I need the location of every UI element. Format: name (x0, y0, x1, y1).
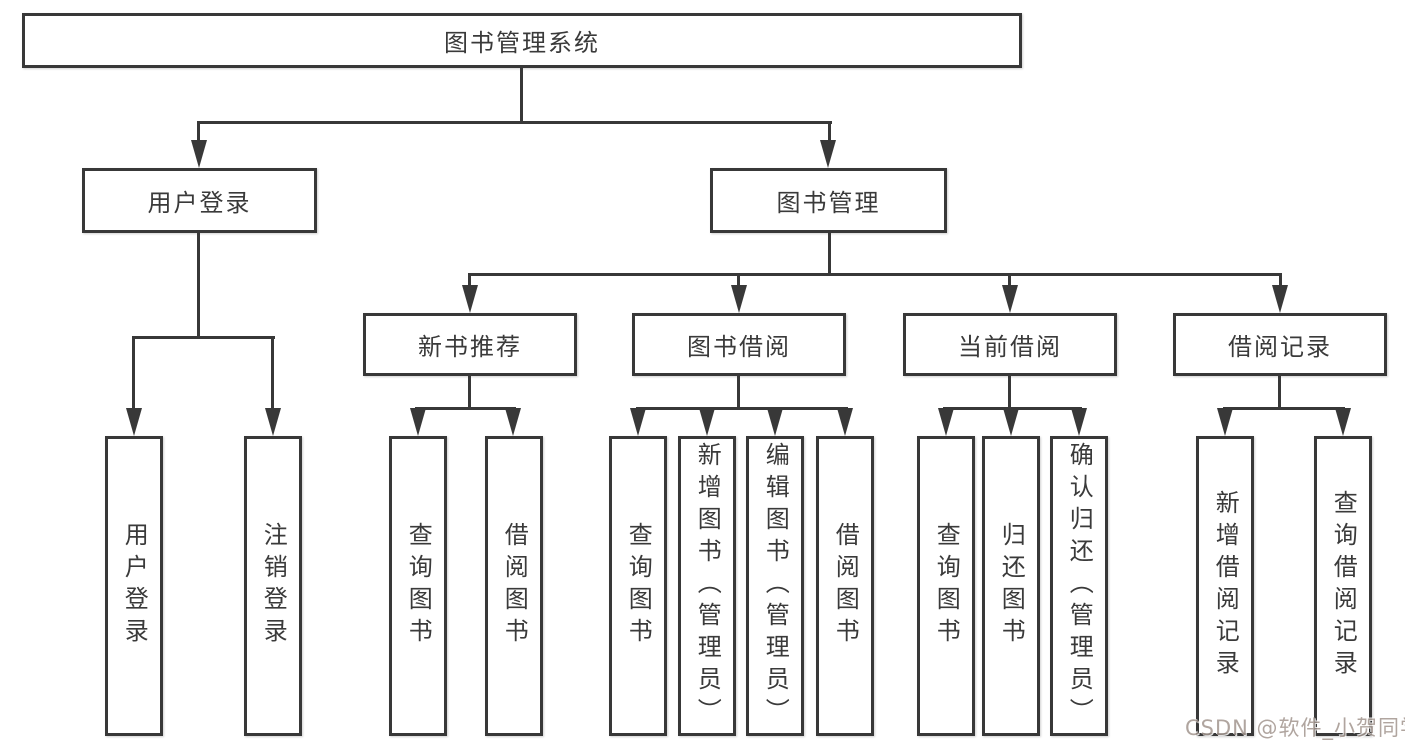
leaf-query-borrow-record: 查询借阅记录 (1314, 436, 1372, 736)
connector-line (197, 121, 200, 143)
connector-line (636, 407, 848, 410)
node-book-management: 图书管理 (710, 168, 947, 233)
arrowhead-down (699, 408, 715, 436)
node-label: 查询图书 (624, 522, 653, 650)
leaf-borrow-books-borrowing: 借阅图书 (816, 436, 874, 736)
node-new-book-recommendation: 新书推荐 (363, 313, 577, 376)
csdn-watermark: CSDN @软件_小贺同学 (1185, 716, 1405, 740)
leaf-edit-book-admin: 编辑图书（管理员） (746, 436, 804, 736)
leaf-borrow-books-recommend: 借阅图书 (485, 436, 543, 736)
node-label: 新书推荐 (418, 333, 522, 361)
connector-line (1278, 375, 1281, 410)
connector-line (737, 273, 740, 289)
leaf-return-book: 归还图书 (982, 436, 1040, 736)
leaf-logout: 注销登录 (244, 436, 302, 736)
arrowhead-down (767, 408, 783, 436)
arrowhead-down (410, 408, 426, 436)
connector-line (828, 121, 831, 143)
leaf-query-books-recommend: 查询图书 (389, 436, 447, 736)
node-label: 查询图书 (932, 522, 961, 650)
connector-line (132, 336, 275, 339)
connector-line (737, 375, 740, 410)
connector-line (468, 375, 471, 410)
arrowhead-down (630, 408, 646, 436)
arrowhead-down (462, 285, 478, 313)
connector-line (468, 273, 471, 289)
node-label: 注销登录 (259, 522, 288, 650)
arrowhead-down (1272, 285, 1288, 313)
connector-line (132, 336, 135, 412)
arrowhead-down (191, 140, 207, 168)
node-label: 查询图书 (404, 522, 433, 650)
leaf-add-book-admin: 新增图书（管理员） (678, 436, 736, 736)
arrowhead-down (1335, 408, 1351, 436)
leaf-add-borrow-record: 新增借阅记录 (1196, 436, 1254, 736)
node-label: 查询借阅记录 (1329, 490, 1358, 682)
arrowhead-down (938, 408, 954, 436)
node-label: 用户登录 (147, 189, 252, 217)
arrowhead-down (1003, 408, 1019, 436)
connector-line (415, 407, 516, 410)
node-label: 借阅图书 (831, 522, 860, 650)
connector-line (1279, 273, 1282, 289)
node-label: 编辑图书（管理员） (761, 442, 790, 730)
arrowhead-down (505, 408, 521, 436)
arrowhead-down (265, 408, 281, 436)
node-label: 图书管理 (776, 189, 881, 217)
node-current-borrowing: 当前借阅 (903, 313, 1117, 376)
node-label: 新增图书（管理员） (693, 442, 722, 730)
arrowhead-down (1002, 285, 1018, 313)
arrowhead-down (837, 408, 853, 436)
node-label: 图书借阅 (687, 333, 791, 361)
connector-line (520, 68, 523, 124)
arrowhead-down (731, 285, 747, 313)
connector-line (468, 273, 1282, 276)
connector-line (1008, 375, 1011, 410)
arrowhead-down (126, 408, 142, 436)
node-book-borrowing: 图书借阅 (632, 313, 846, 376)
node-label: 图书管理系统 (444, 29, 600, 57)
node-label: 用户登录 (120, 522, 149, 650)
node-label: 新增借阅记录 (1211, 490, 1240, 682)
connector-line (197, 121, 832, 124)
node-borrowing-records: 借阅记录 (1173, 313, 1387, 376)
connector-line (1223, 407, 1345, 410)
leaf-query-books-borrowing: 查询图书 (609, 436, 667, 736)
node-label: 借阅图书 (500, 522, 529, 650)
node-label: 当前借阅 (958, 333, 1062, 361)
arrowhead-down (1071, 408, 1087, 436)
connector-line (828, 232, 831, 276)
leaf-user-login: 用户登录 (105, 436, 163, 736)
node-label: 借阅记录 (1228, 333, 1332, 361)
arrowhead-down (820, 140, 836, 168)
node-library-system: 图书管理系统 (22, 13, 1022, 68)
connector-line (1008, 273, 1011, 289)
node-label: 确认归还（管理员） (1065, 442, 1094, 730)
leaf-confirm-return-admin: 确认归还（管理员） (1050, 436, 1108, 736)
node-user-login: 用户登录 (82, 168, 317, 233)
node-label: 归还图书 (997, 522, 1026, 650)
connector-line (271, 336, 274, 412)
connector-line (197, 232, 200, 339)
leaf-query-books-current: 查询图书 (917, 436, 975, 736)
arrowhead-down (1217, 408, 1233, 436)
